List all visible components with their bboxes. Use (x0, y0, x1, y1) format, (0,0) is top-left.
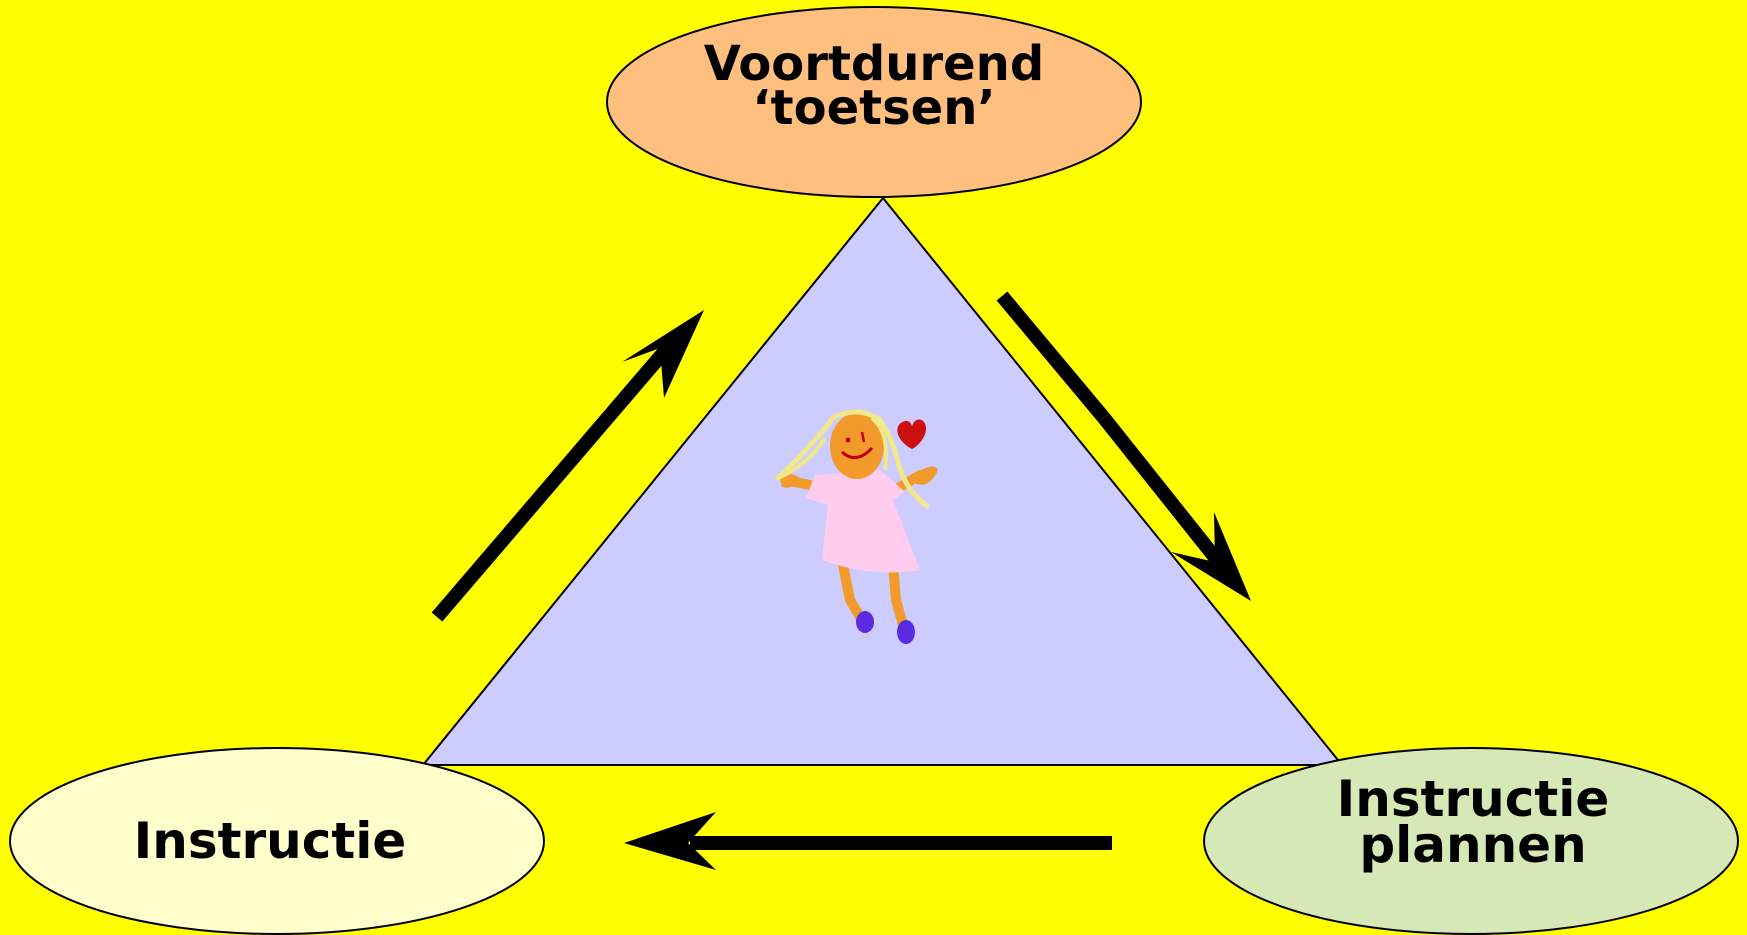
node-plan-instruction-line2: plannen (1359, 816, 1586, 874)
node-instruction-label: Instructie (134, 812, 407, 870)
arrow-left (624, 812, 1112, 870)
node-instruction: Instructie (9, 747, 545, 935)
node-continuous-testing-line1: Voortdurend (704, 36, 1044, 92)
node-continuous-testing-line2: ‘toetsen’ (752, 80, 995, 136)
arrow-up-right (431, 310, 704, 622)
girl-clipart-icon (775, 409, 938, 644)
node-plan-instruction-line1: Instructie (1337, 770, 1610, 828)
node-continuous-testing: Voortdurend ‘toetsen’ (606, 6, 1142, 198)
node-plan-instruction: Instructie plannen (1203, 747, 1739, 935)
arrow-down-right (996, 291, 1251, 601)
